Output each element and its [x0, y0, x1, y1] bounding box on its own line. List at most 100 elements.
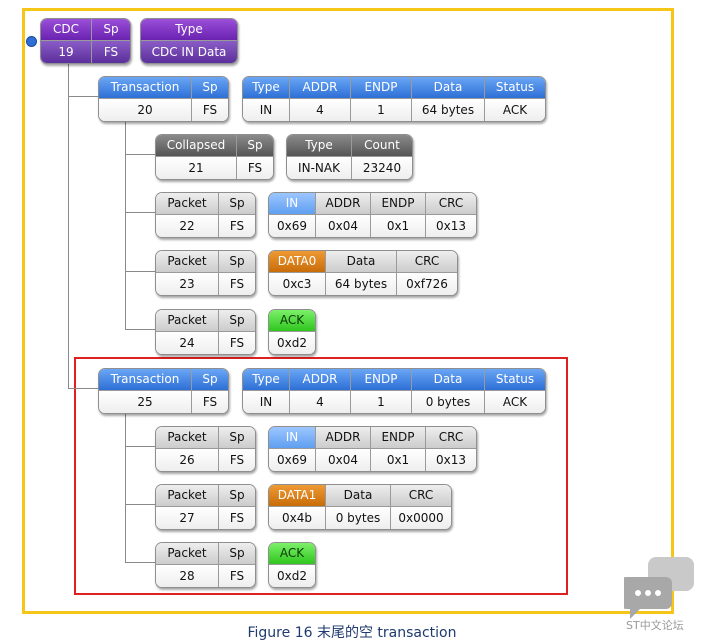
transaction-value: 25: [99, 390, 191, 413]
addr-value: 4: [290, 98, 350, 121]
sp-header: Sp: [219, 485, 255, 506]
collapsed-header: Collapsed: [156, 135, 236, 156]
pid-value: 0x69: [269, 214, 315, 237]
sp-value: FS: [192, 98, 228, 121]
data-value: 64 bytes: [326, 272, 396, 295]
tree-line: [125, 446, 155, 447]
pid-data0-header: DATA0: [269, 251, 325, 272]
sp-header: Sp: [192, 77, 228, 98]
packet-header: Packet: [156, 251, 218, 272]
tree-line: [125, 120, 126, 330]
packet-value: 23: [156, 272, 218, 295]
sp-value: FS: [219, 331, 255, 354]
tree-line: [68, 96, 98, 97]
crc-value: 0x0000: [391, 506, 451, 529]
count-value: 23240: [352, 156, 412, 179]
tree-line: [125, 154, 155, 155]
data-header: Data: [326, 251, 396, 272]
sp-value: FS: [219, 564, 255, 587]
count-header: Count: [352, 135, 412, 156]
pid-in-header: IN: [269, 193, 315, 214]
node-dot-icon[interactable]: [26, 36, 37, 47]
packet-header: Packet: [156, 427, 218, 448]
sp-header: Sp: [219, 251, 255, 272]
sp-header: Sp: [219, 310, 255, 331]
endp-value: 0x1: [371, 448, 425, 471]
tree-line: [68, 388, 98, 389]
tree-line: [125, 271, 155, 272]
pid-ack-header: ACK: [269, 543, 315, 564]
addr-value: 0x04: [316, 448, 370, 471]
packet-value: 24: [156, 331, 218, 354]
sp-header: Sp: [92, 19, 130, 40]
status-header: Status: [485, 77, 545, 98]
endp-value: 0x1: [371, 214, 425, 237]
packet-header: Packet: [156, 485, 218, 506]
type-header: Type: [287, 135, 351, 156]
pid-value: 0x4b: [269, 506, 325, 529]
endp-header: ENDP: [351, 77, 411, 98]
sp-value: FS: [219, 448, 255, 471]
tree-line: [125, 212, 155, 213]
type-header: Type: [243, 77, 289, 98]
crc-value: 0x13: [426, 214, 476, 237]
packet-value: 27: [156, 506, 218, 529]
tree-line: [68, 60, 69, 389]
type-value: IN: [243, 390, 289, 413]
sp-header: Sp: [192, 369, 228, 390]
crc-header: CRC: [426, 427, 476, 448]
type-value: CDC IN Data: [141, 40, 237, 63]
crc-header: CRC: [426, 193, 476, 214]
packet-header: Packet: [156, 543, 218, 564]
watermark-text: ST中文论坛: [626, 619, 684, 632]
type-header: Type: [141, 19, 237, 40]
crc-value: 0x13: [426, 448, 476, 471]
endp-value: 1: [351, 98, 411, 121]
sp-value: FS: [237, 156, 273, 179]
endp-value: 1: [351, 390, 411, 413]
status-value: ACK: [485, 390, 545, 413]
data-header: Data: [412, 77, 484, 98]
tree-line: [125, 329, 155, 330]
addr-value: 4: [290, 390, 350, 413]
figure-frame: [22, 8, 674, 614]
tree-line: [125, 504, 155, 505]
pid-value: 0xd2: [269, 564, 315, 587]
packet-value: 26: [156, 448, 218, 471]
chat-bubble-logo-icon: [624, 557, 694, 619]
type-value: IN: [243, 98, 289, 121]
pid-in-header: IN: [269, 427, 315, 448]
endp-header: ENDP: [351, 369, 411, 390]
highlight-box: [74, 357, 568, 595]
data-value: 64 bytes: [412, 98, 484, 121]
status-value: ACK: [485, 98, 545, 121]
packet-value: 28: [156, 564, 218, 587]
data-value: 0 bytes: [326, 506, 390, 529]
sp-value: FS: [92, 40, 130, 63]
sp-value: FS: [219, 272, 255, 295]
pid-ack-header: ACK: [269, 310, 315, 331]
addr-header: ADDR: [290, 77, 350, 98]
transaction-header: Transaction: [99, 77, 191, 98]
cdc-header: CDC: [41, 19, 91, 40]
